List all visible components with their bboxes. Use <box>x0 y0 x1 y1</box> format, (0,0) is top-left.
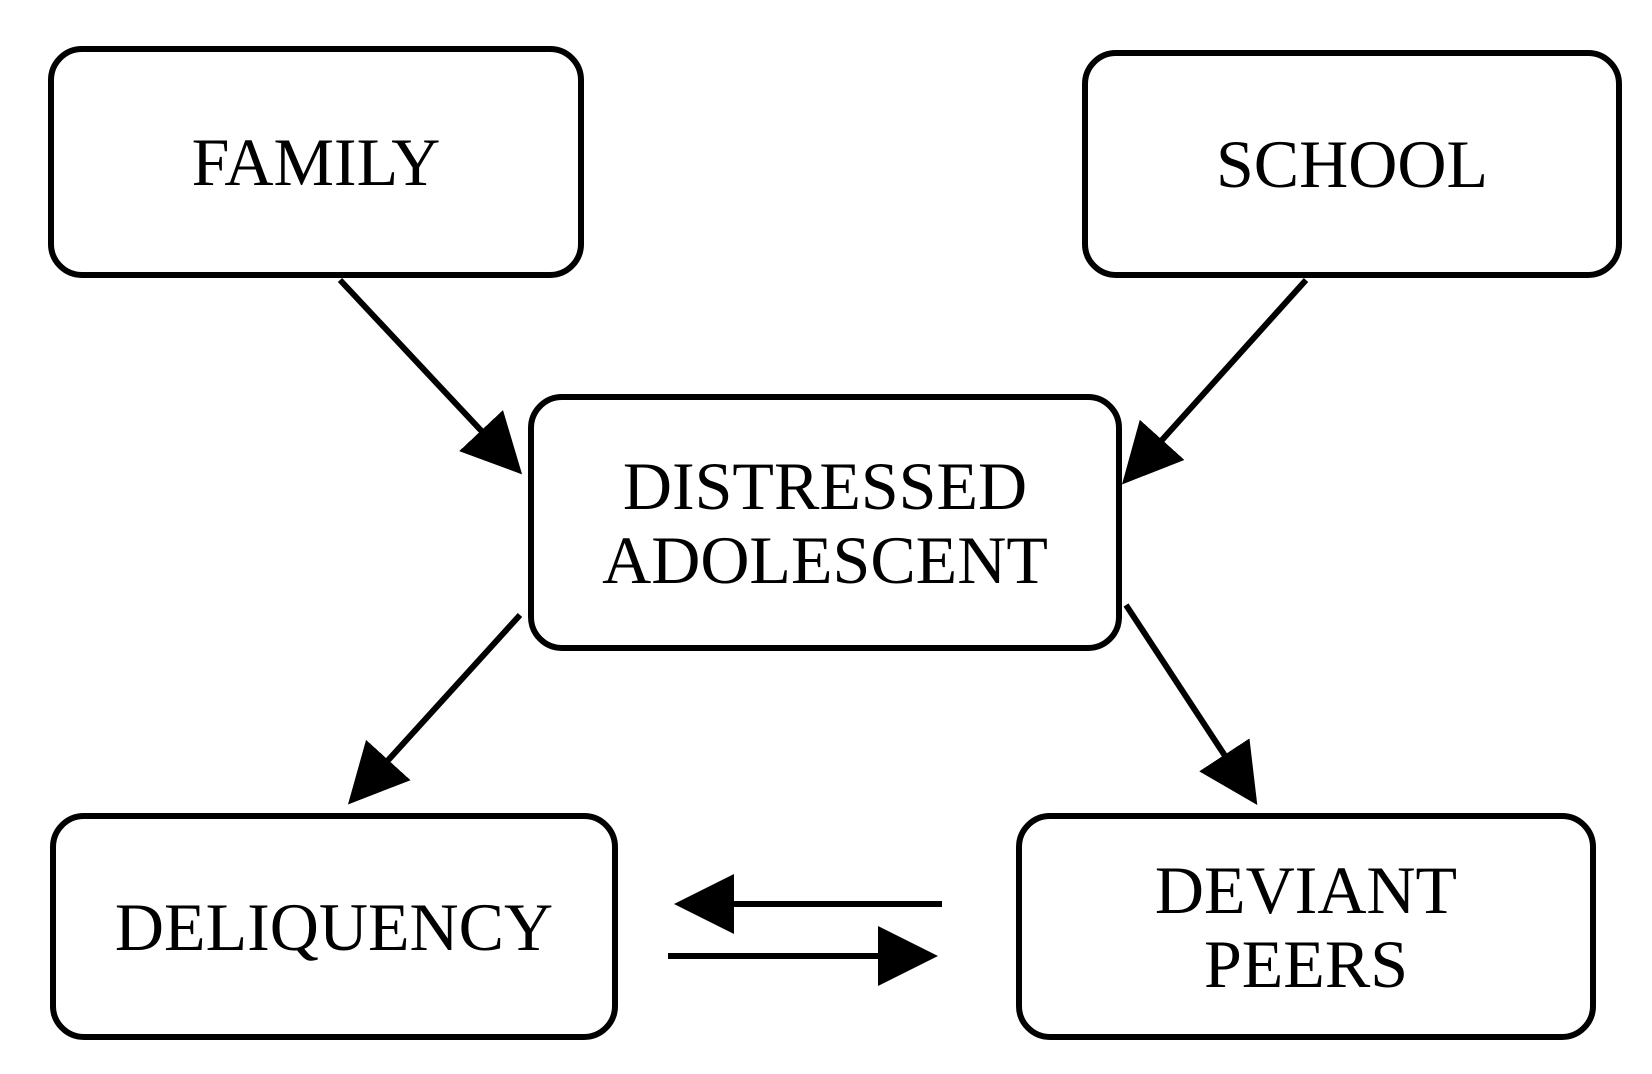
deviant-label: DEVIANT <box>1154 851 1458 928</box>
delinquency-label: DELIQUENCY <box>114 888 554 965</box>
peers-label: PEERS <box>1203 925 1409 1002</box>
arrow-center-to-peers <box>1123 603 1258 806</box>
family-label: FAMILY <box>191 124 441 200</box>
adolescent-label: ADOLESCENT <box>602 521 1048 598</box>
deviant-peers-node: DEVIANT PEERS <box>1016 813 1596 1040</box>
delinquency-node: DELIQUENCY <box>50 813 618 1040</box>
arrow-school-to-center <box>1121 277 1309 485</box>
arrow-center-to-delinquency <box>347 612 523 805</box>
family-node: FAMILY <box>48 46 584 278</box>
arrow-family-to-center <box>337 277 523 475</box>
distressed-adolescent-node: DISTRESSED ADOLESCENT <box>528 394 1122 651</box>
school-node: SCHOOL <box>1082 50 1622 278</box>
school-label: SCHOOL <box>1215 126 1489 202</box>
distressed-label: DISTRESSED <box>622 447 1028 524</box>
